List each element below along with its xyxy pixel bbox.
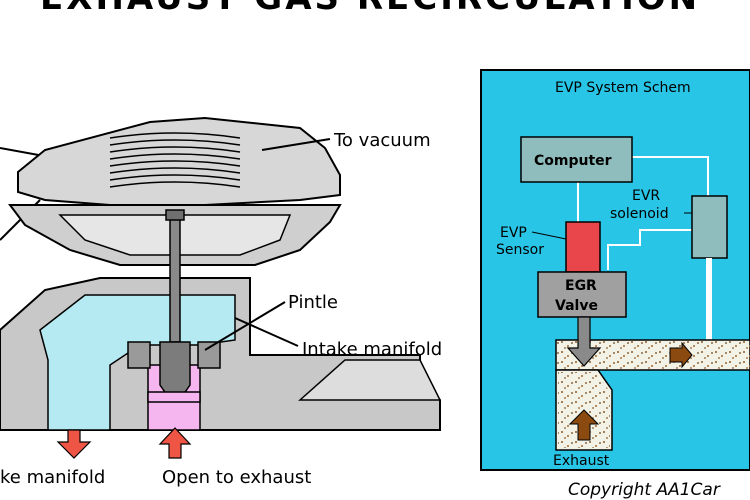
evr-solenoid (691, 195, 728, 259)
diaphragm-spring (109, 132, 241, 188)
schematic-flow-arrow-right (669, 341, 693, 369)
evp-label-line1: EVP (500, 225, 527, 241)
label-intake-manifold: Intake manifold (302, 339, 442, 360)
flow-arrow-intake (56, 429, 92, 459)
egr-label-line1: EGR (565, 278, 597, 294)
flow-arrow-exhaust (158, 427, 192, 459)
label-to-vacuum: To vacuum (333, 130, 431, 151)
computer-label: Computer (534, 153, 612, 169)
evr-label-line1: EVR (632, 188, 660, 204)
label-intake-manifold-bottom: ke manifold (0, 467, 105, 488)
evr-label-line2: solenoid (610, 206, 669, 222)
copyright-notice: Copyright AA1Car (568, 480, 721, 500)
evp-label-line2: Sensor (496, 242, 544, 258)
label-pintle: Pintle (288, 292, 338, 313)
label-open-to-exhaust: Open to exhaust (162, 467, 311, 488)
exhaust-label: Exhaust (553, 453, 610, 469)
egr-label-line2: Valve (555, 298, 598, 314)
evp-system-schematic: EVP System Schem Computer EVR solenoid E… (480, 69, 750, 471)
schematic-title: EVP System Schem (555, 80, 691, 96)
diagram-title: EXHAUST GAS RECIRCULATION (40, 0, 740, 14)
schematic-flow-arrow-up (568, 409, 600, 441)
egr-valve-cross-section (0, 116, 442, 459)
computer-box (520, 136, 633, 183)
evp-sensor (565, 221, 601, 273)
